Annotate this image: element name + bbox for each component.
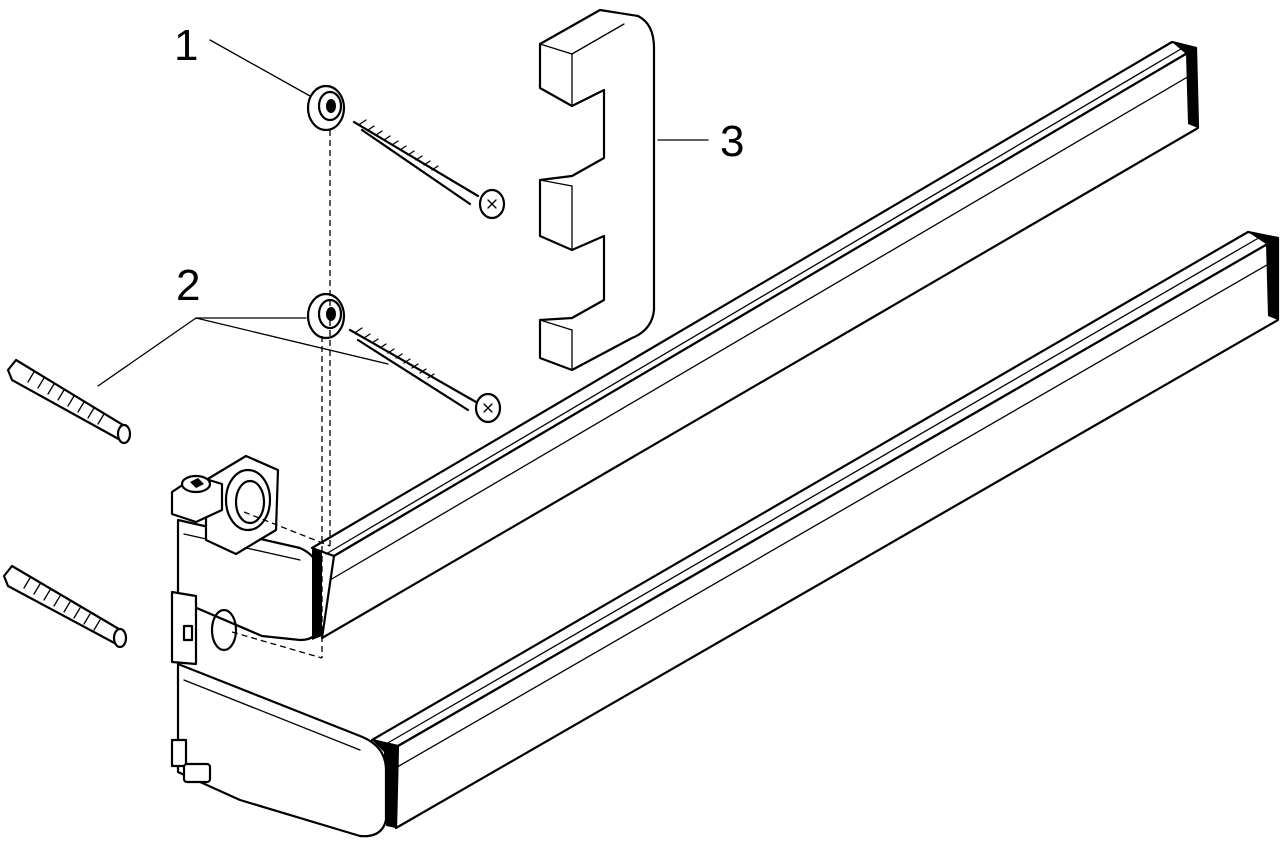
leader-lines <box>97 39 709 387</box>
bracket-part-3 <box>538 8 656 372</box>
washer-part-1 <box>306 84 346 132</box>
screw-upper <box>352 119 506 220</box>
hinge-wall-mount <box>170 454 388 838</box>
alignment-lines <box>231 130 331 659</box>
callout-3: 3 <box>720 117 744 166</box>
washer-part-2 <box>306 292 346 340</box>
callout-2: 2 <box>176 261 200 310</box>
upper-towel-bar <box>310 40 1200 640</box>
screw-lower <box>348 327 502 424</box>
wall-plug-upper <box>6 358 132 445</box>
lower-towel-bar <box>370 230 1280 830</box>
wall-plug-lower <box>2 564 128 649</box>
callout-1: 1 <box>174 21 198 70</box>
